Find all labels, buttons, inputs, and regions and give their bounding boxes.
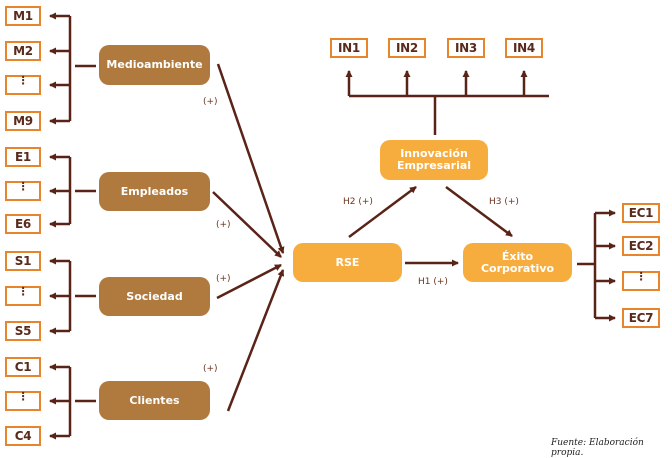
ellipsis-icon: ⋮ <box>17 74 29 87</box>
indicator-e6: E6 <box>5 214 41 234</box>
indicator-m2: M2 <box>5 41 41 61</box>
indicator-s5: S5 <box>5 321 41 341</box>
arrow-medioambiente-rse <box>216 63 285 254</box>
indicator-in3: IN3 <box>447 38 485 58</box>
ellipsis-icon: ⋮ <box>17 285 29 298</box>
construct-label: Clientes <box>129 393 180 407</box>
exito-indicator-arrows <box>577 209 616 322</box>
construct-sociedad: Sociedad <box>99 277 210 316</box>
construct-label: RSE <box>335 255 360 269</box>
sociedad-indicator-arrows <box>49 257 96 335</box>
indicator-s1: S1 <box>5 251 41 271</box>
indicator-in4: IN4 <box>505 38 543 58</box>
arrow-h2-rse-innovacion <box>348 185 417 239</box>
ellipsis-icon: ⋮ <box>17 390 29 403</box>
hypothesis-label-h1: H1 (+) <box>418 277 448 287</box>
indicator-ec1: EC1 <box>622 203 660 223</box>
construct-empleados: Empleados <box>99 172 210 211</box>
indicator-ellipsis: ⋮ <box>5 391 41 411</box>
clientes-indicator-arrows <box>49 363 96 440</box>
construct-label: Medioambiente <box>106 58 203 71</box>
indicator-c1: C1 <box>5 357 41 377</box>
construct-exito-corporativo: Éxito Corporativo <box>463 243 572 282</box>
indicator-c4: C4 <box>5 426 41 446</box>
construct-innovacion-empresarial: Innovación Empresarial <box>380 140 488 180</box>
indicator-ec2: EC2 <box>622 236 660 256</box>
source-note: Fuente: Elaboración propia. <box>551 438 644 458</box>
path-label-sociedad: (+) <box>216 274 231 284</box>
indicator-ec7: EC7 <box>622 308 660 328</box>
ellipsis-icon: ⋮ <box>635 270 647 283</box>
construct-medioambiente: Medioambiente <box>99 45 210 85</box>
indicator-e1: E1 <box>5 147 41 167</box>
arrow-sociedad-rse <box>216 263 282 300</box>
indicator-m9: M9 <box>5 111 41 131</box>
indicator-ellipsis: ⋮ <box>5 75 41 95</box>
arrow-h3-innovacion-exito <box>445 185 513 238</box>
ellipsis-icon: ⋮ <box>17 180 29 193</box>
indicator-in1: IN1 <box>330 38 368 58</box>
indicator-in2: IN2 <box>388 38 426 58</box>
construct-label: Sociedad <box>126 289 183 303</box>
construct-rse: RSE <box>293 243 402 282</box>
construct-clientes: Clientes <box>99 381 210 420</box>
indicator-ellipsis: ⋮ <box>622 271 660 291</box>
construct-label: Innovación Empresarial <box>396 147 472 172</box>
hypothesis-label-h2: H2 (+) <box>343 197 373 207</box>
construct-label: Empleados <box>120 184 189 198</box>
path-label-empleados: (+) <box>216 220 231 230</box>
arrow-clientes-rse <box>226 269 285 412</box>
path-label-medioambiente: (+) <box>203 97 218 107</box>
empleados-indicator-arrows <box>49 153 96 228</box>
arrow-empleados-rse <box>212 191 282 258</box>
innovacion-indicator-arrows <box>345 70 549 135</box>
medioambiente-indicator-arrows <box>49 12 96 125</box>
path-label-clientes: (+) <box>203 364 218 374</box>
hypothesis-label-h3: H3 (+) <box>489 197 519 207</box>
construct-label: Éxito Corporativo <box>480 249 555 275</box>
indicator-ellipsis: ⋮ <box>5 286 41 306</box>
indicator-m1: M1 <box>5 6 41 26</box>
indicator-ellipsis: ⋮ <box>5 181 41 201</box>
